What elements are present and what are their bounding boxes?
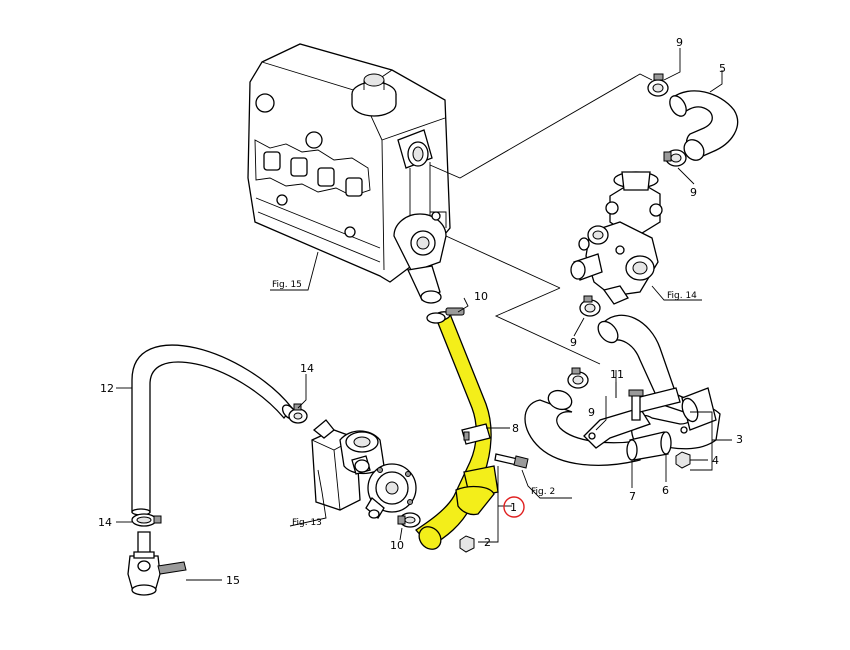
callout-5[interactable]: 5 (719, 62, 726, 75)
hose-assembly-3[interactable] (524, 314, 721, 467)
callout-3[interactable]: 3 (736, 433, 743, 446)
hose-clamp-14-bottom[interactable] (131, 513, 162, 527)
sea-water-pump[interactable] (311, 419, 417, 519)
hose-clamp-10-top[interactable] (426, 307, 465, 324)
callout-1[interactable]: 1 (510, 501, 517, 514)
callout-14-top[interactable]: 14 (300, 362, 314, 375)
cooling-water-pipe-1[interactable] (415, 311, 510, 554)
callout-9-lower-b[interactable]: 9 (588, 406, 595, 419)
callout-4[interactable]: 4 (712, 454, 719, 467)
hose-clamp-14-top[interactable] (288, 403, 308, 424)
fig-13-label[interactable]: Fig. 13 (292, 518, 322, 528)
callout-10-top[interactable]: 10 (474, 290, 488, 303)
callout-8[interactable]: 8 (512, 422, 519, 435)
fig-15-label[interactable]: Fig. 15 (272, 280, 302, 290)
callout-11[interactable]: 11 (610, 368, 624, 381)
callout-2[interactable]: 2 (484, 536, 491, 549)
bypass-hose-12[interactable] (131, 344, 298, 516)
callout-9-mid[interactable]: 9 (690, 186, 697, 199)
hose-clamp-9-mid[interactable] (663, 149, 687, 167)
callout-15[interactable]: 15 (226, 574, 240, 587)
bolt-11[interactable] (628, 389, 644, 421)
nut-4[interactable] (675, 451, 691, 469)
clamp-9-lower-b[interactable] (567, 367, 589, 389)
callout-7[interactable]: 7 (629, 490, 636, 503)
fig-14-label[interactable]: Fig. 14 (667, 291, 697, 301)
bolt-fig2[interactable] (494, 453, 529, 469)
hose-clamp-9-top[interactable] (647, 73, 669, 97)
upper-hose-5[interactable] (666, 90, 739, 164)
drain-cock-15[interactable] (127, 531, 187, 596)
engine-block[interactable] (247, 43, 451, 304)
callout-9-lower-a[interactable]: 9 (570, 336, 577, 349)
thermostat-housing[interactable] (570, 171, 663, 305)
callout-10-bottom[interactable]: 10 (390, 539, 404, 552)
hose-clamp-10-bottom[interactable] (397, 512, 421, 528)
callout-12[interactable]: 12 (100, 382, 114, 395)
callout-14-bottom[interactable]: 14 (98, 516, 112, 529)
selection-ring (503, 496, 525, 518)
fig-2-label[interactable]: Fig. 2 (531, 487, 555, 497)
nut-2[interactable] (459, 535, 475, 553)
callout-6[interactable]: 6 (662, 484, 669, 497)
clamp-9-lower-a[interactable] (579, 295, 601, 317)
callout-9-top[interactable]: 9 (676, 36, 683, 49)
